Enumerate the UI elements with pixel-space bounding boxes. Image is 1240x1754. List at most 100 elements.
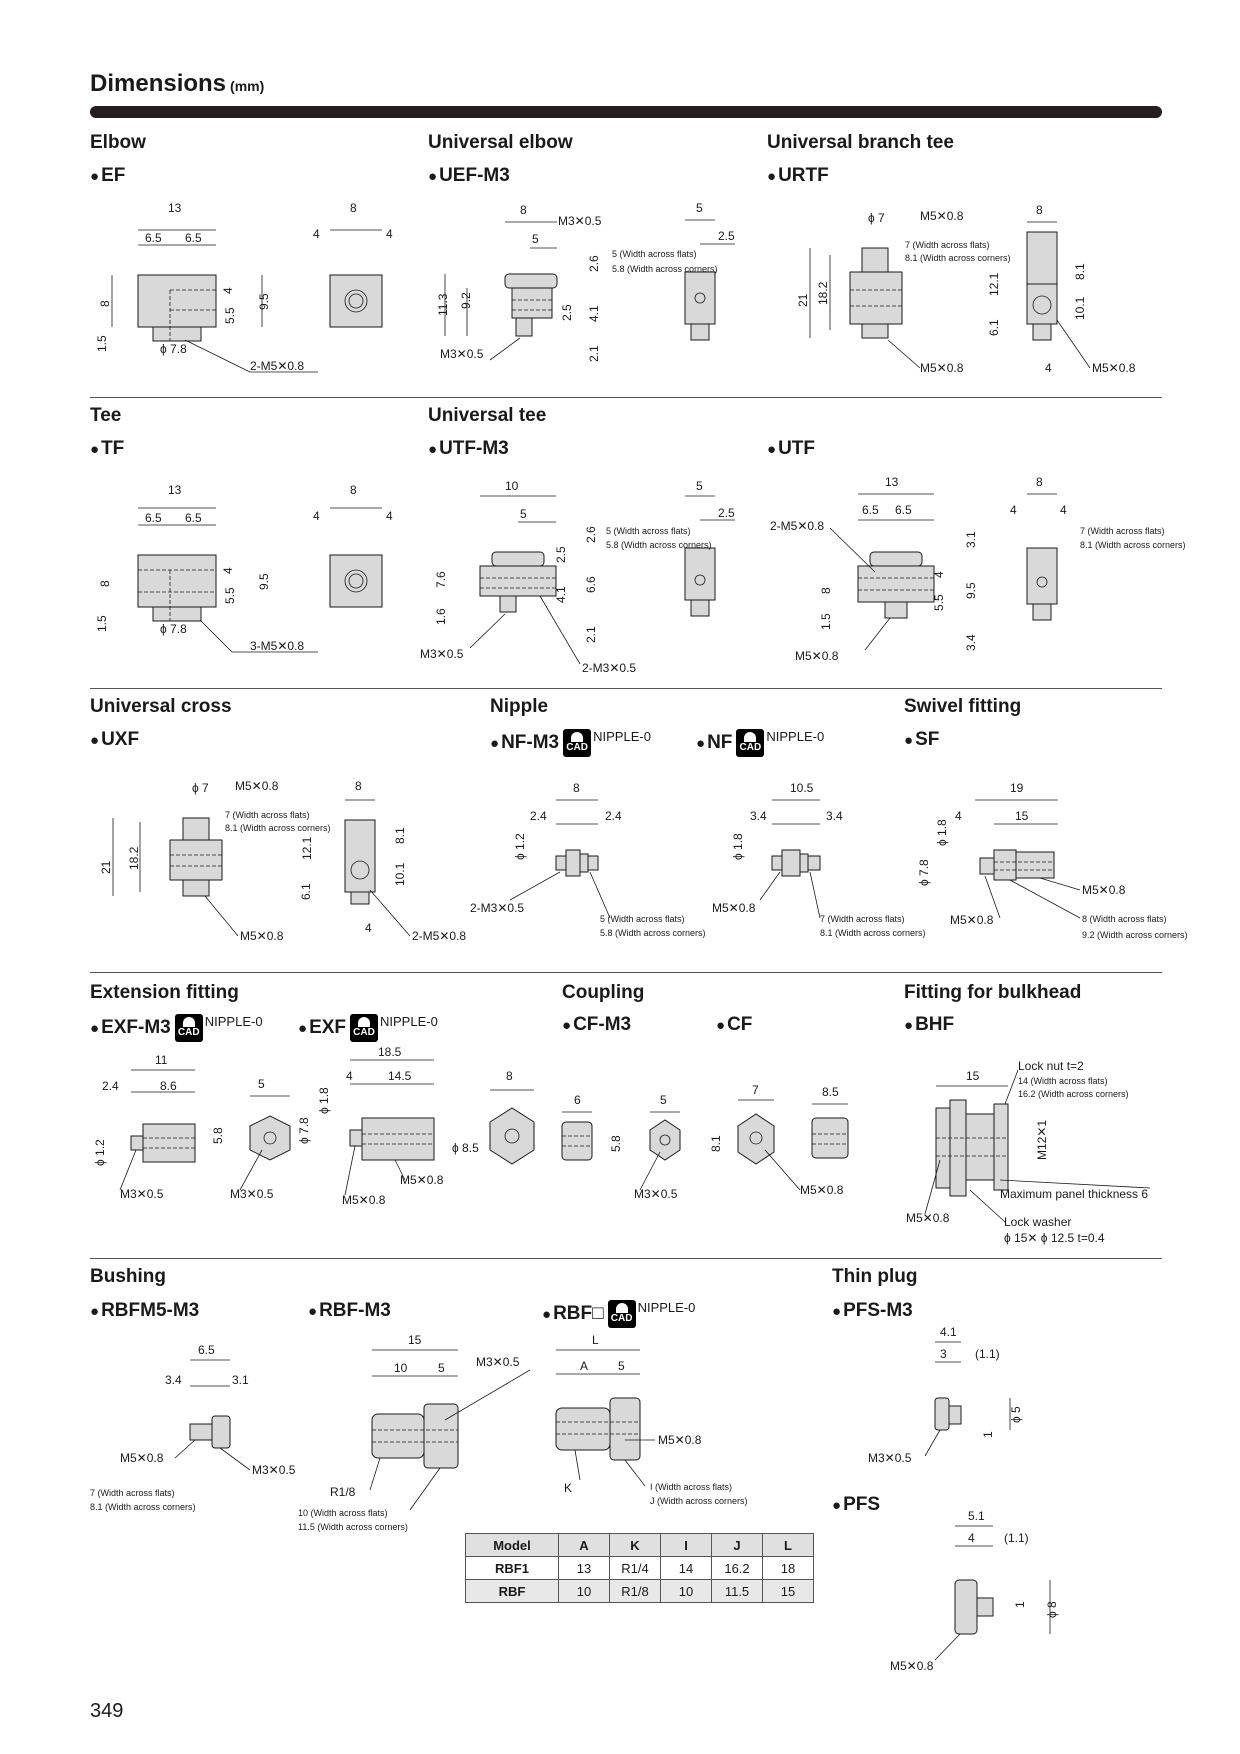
model-sf: ●SF	[904, 729, 940, 750]
model-pfs: ●PFS	[832, 1494, 881, 1515]
dim-label: M3✕0.5	[420, 647, 464, 661]
unit-label: (mm)	[230, 78, 265, 94]
dim-label: 11	[155, 1053, 168, 1067]
table-row: RBF 10 R1/8 10 11.5 15	[465, 1579, 814, 1603]
table-header: Model	[465, 1533, 559, 1557]
cad-icon[interactable]: CAD	[174, 1014, 203, 1042]
dim-label: 2.4	[102, 1079, 119, 1093]
table-cell: 10	[558, 1579, 610, 1603]
dim-label: ϕ 7.8	[917, 859, 931, 886]
dim-label: 2-M3✕0.5	[470, 901, 524, 915]
dim-label: M5✕0.8	[795, 649, 839, 663]
table-header: K	[609, 1533, 661, 1557]
dim-label: 5 (Width across flats)	[612, 249, 697, 259]
dim-label: 2-M5✕0.8	[770, 519, 824, 533]
dim-label: 8.1	[709, 1135, 723, 1152]
dim-label: 7 (Width across flats)	[820, 914, 905, 924]
dim-label: M5✕0.8	[950, 913, 994, 927]
dim-label: ϕ 1.2	[93, 1139, 107, 1166]
table-cell: 18	[762, 1556, 814, 1580]
dim-label: 5	[696, 479, 703, 493]
dim-label: ϕ 7.8	[160, 622, 187, 636]
section-universal-cross: Universal cross	[90, 696, 232, 717]
model-rbf: ●RBF□CADNIPPLE-0	[542, 1300, 695, 1328]
table-header: A	[558, 1533, 610, 1557]
dim-label: 1	[1013, 1601, 1027, 1608]
section-nipple: Nipple	[490, 696, 549, 717]
dim-label: (1.1)	[975, 1347, 1000, 1361]
dim-label: 2.4	[530, 809, 547, 823]
dim-label: 4	[1060, 503, 1067, 517]
model-ef: ●EF	[90, 165, 126, 186]
dim-label: (1.1)	[1004, 1531, 1029, 1545]
dim-label: M3✕0.5	[476, 1355, 520, 1369]
model-tf: ●TF	[90, 438, 125, 459]
section-bulkhead: Fitting for bulkhead	[904, 982, 1082, 1003]
dim-label: 2.4	[605, 809, 622, 823]
dim-label: 2-M5✕0.8	[412, 929, 466, 943]
dim-label: 3.4	[964, 634, 978, 651]
cad-icon[interactable]: CAD	[563, 729, 592, 757]
dim-label: 8.5	[822, 1085, 839, 1099]
dim-label: 8.1	[393, 827, 407, 844]
cad-icon[interactable]: CAD	[736, 729, 765, 757]
title-rule	[90, 106, 1162, 118]
dim-label: 4	[932, 571, 946, 578]
dim-label: 19	[1010, 781, 1024, 795]
dim-label: 14.5	[388, 1069, 412, 1083]
dim-label: 4	[221, 287, 235, 294]
cad-icon[interactable]: CAD	[607, 1300, 636, 1328]
section-tee: Tee	[90, 405, 122, 426]
drawing-pfs: 5.1 4 (1.1) ϕ 8 1 M5✕0.8	[890, 1509, 1059, 1673]
drawing-utf-m3: 10 5 7.6 1.6 2.5 2.6 4.1 6.6 2.1 M3✕0.5 …	[420, 479, 735, 675]
table-cell: R1/4	[609, 1556, 661, 1580]
dim-label: M3✕0.5	[634, 1187, 678, 1201]
divider	[90, 688, 1162, 689]
dim-label: 13	[885, 475, 899, 489]
dim-label: M5✕0.8	[920, 361, 964, 375]
dim-label: 10.1	[1073, 296, 1087, 320]
dim-label: 8	[350, 483, 357, 497]
drawing-uef-m3: 8 M3✕0.5 5 11.3 9.2 2.5 2.6 4.1 2.1 M3✕0…	[436, 201, 735, 362]
dim-label: 8.1 (Width across corners)	[1080, 540, 1186, 550]
cad-icon[interactable]: CAD	[350, 1014, 379, 1042]
dim-label: ϕ 1.8	[935, 819, 949, 846]
dim-label: ϕ 1.8	[317, 1087, 331, 1114]
dim-label: 4	[313, 509, 320, 523]
dim-label: 15	[966, 1069, 980, 1083]
dim-label: 8.6	[160, 1079, 177, 1093]
dim-label: 5.8	[609, 1135, 623, 1152]
dim-label: 6.1	[987, 319, 1001, 336]
dim-label: ϕ 7.8	[297, 1117, 311, 1144]
dim-label: 8	[98, 580, 112, 587]
dim-label: 6	[574, 1093, 581, 1107]
dim-label: 5.5	[223, 307, 237, 324]
dim-label: 10.1	[393, 862, 407, 886]
nipple-label: NIPPLE-0	[204, 1014, 263, 1029]
dim-label: 6.6	[584, 576, 598, 593]
dim-label: 2.5	[718, 229, 735, 243]
dim-label: 2-M3✕0.5	[582, 661, 636, 675]
model-utf: ●UTF	[767, 438, 815, 459]
rbf-table: Model A K I J L RBF1 13 R1/4 14 16.2 18 …	[465, 1533, 814, 1603]
dim-label: 10	[505, 479, 519, 493]
dim-label: 5	[438, 1361, 445, 1375]
dim-label: 18.5	[378, 1045, 402, 1059]
dim-label: 15	[408, 1333, 422, 1347]
dim-label: 3.4	[165, 1373, 182, 1387]
dim-label: 18.2	[127, 846, 141, 870]
dim-label: ϕ 8.5	[452, 1141, 479, 1155]
table-cell: 14	[660, 1556, 712, 1580]
dim-label: 11.3	[436, 293, 450, 316]
model-bhf: ●BHF	[904, 1014, 955, 1035]
nipple-label: NIPPLE-0	[380, 1014, 438, 1029]
dim-label: M5✕0.8	[712, 901, 756, 915]
dim-label: 8	[573, 781, 580, 795]
dim-label: 5 (Width across flats)	[606, 526, 691, 536]
